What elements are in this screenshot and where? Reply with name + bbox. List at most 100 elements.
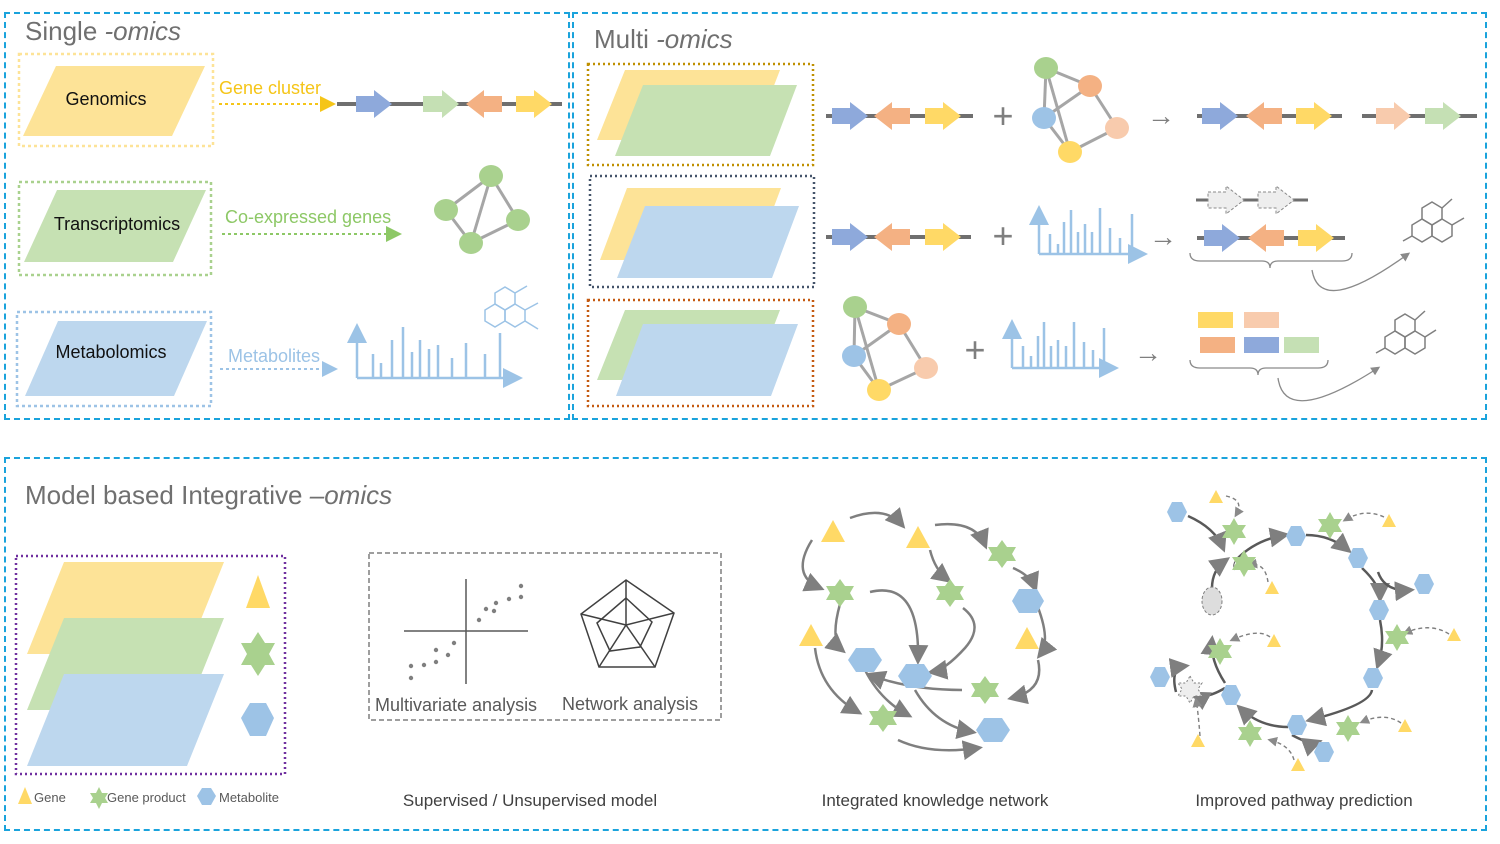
pw-metabolite-icon <box>1369 600 1389 620</box>
pw-gene-product-icon <box>1336 715 1360 742</box>
gene-cluster-label: Gene cluster <box>219 78 321 98</box>
single-title-main: Single <box>25 16 105 46</box>
kn-edge <box>897 738 983 761</box>
spectrum-plot <box>347 323 523 388</box>
pw-gene-product-icon <box>1385 624 1409 651</box>
pw-metabolite-icon <box>1287 715 1307 735</box>
kn-edge <box>801 539 825 592</box>
pw-edge <box>1373 619 1393 670</box>
multi-row2-molecule-icon <box>1402 198 1465 243</box>
pw-gene-product-icon <box>1208 638 1232 665</box>
pw-metabolite-icon <box>1286 526 1306 546</box>
multi-row3-front-layer <box>616 324 798 396</box>
single-title-em: -omics <box>104 16 182 46</box>
integrated-layers-frame <box>14 554 287 776</box>
multi-row2-result <box>1189 184 1411 292</box>
transcriptomics-frame <box>17 180 213 277</box>
multi-row2-frame <box>588 174 816 289</box>
pw-metabolite-icon <box>1414 574 1434 594</box>
model-omics-title: Model based Integrative –omics <box>25 480 392 511</box>
metabolite-molecule-icon <box>484 285 539 330</box>
pw-metabolite-icon <box>1348 548 1368 568</box>
kn-edge <box>1012 566 1039 593</box>
genomics-layer <box>23 66 205 136</box>
pw-edge <box>1236 704 1289 729</box>
multi-omics-panel <box>572 12 1487 420</box>
pw-gene-product-icon <box>1222 518 1246 545</box>
metabolomics-layer <box>25 321 207 396</box>
pathway-caption: Improved pathway prediction <box>1195 791 1412 810</box>
coexpression-network <box>434 165 530 254</box>
multi-row2-gene-cluster <box>826 223 971 251</box>
legend-metabolite-label: Metabolite <box>219 790 279 805</box>
knowledge-nodes <box>799 520 1044 742</box>
pw-gene-icon <box>1382 514 1396 527</box>
kn-metabolite-icon <box>976 718 1010 742</box>
pw-gene-product-icon <box>1232 550 1256 577</box>
multivariate-plot-icon <box>404 579 528 684</box>
model-legend: Gene Gene product Metabolite <box>18 787 279 809</box>
pw-metabolite-icon <box>1167 502 1187 522</box>
pathway-dashed-links <box>1192 495 1450 761</box>
legend-gene-icon <box>18 787 32 804</box>
pw-gene-icon <box>1447 628 1461 641</box>
network-radar-icon <box>580 579 675 668</box>
kn-gene-product-icon <box>826 579 854 607</box>
pw-edge <box>1361 567 1390 603</box>
legend-gene-product-label: Gene product <box>107 790 186 805</box>
pw-metabolite-icon <box>1314 742 1334 762</box>
pw-gene-icon <box>1291 758 1305 771</box>
gene-icon <box>246 575 270 608</box>
network-analysis-label: Network analysis <box>562 694 698 714</box>
kn-gene-icon <box>906 526 930 548</box>
multivariate-label: Multivariate analysis <box>375 695 537 715</box>
gene-arrow-yellow <box>516 90 552 118</box>
pw-gene-product-icon <box>1238 720 1262 747</box>
metabolomics-label: Metabolomics <box>55 342 166 362</box>
integrated-blue-layer <box>27 674 224 766</box>
legend-gene-product-icon <box>90 787 108 809</box>
pw-gene-icon <box>1209 490 1223 503</box>
legend-gene-label: Gene <box>34 790 66 805</box>
multi-row3-spectrum <box>1002 319 1119 378</box>
pw-edge <box>1291 733 1323 757</box>
kn-edge <box>934 522 989 550</box>
multi-row1-network <box>1032 57 1129 163</box>
single-omics-panel <box>4 12 570 420</box>
kn-gene-icon <box>821 520 845 542</box>
pw-edge <box>1207 557 1231 589</box>
genomics-frame <box>17 52 215 148</box>
pw-unknown-gene-product <box>1177 674 1203 705</box>
pw-edge <box>1235 527 1290 561</box>
pw-metabolite-icon <box>1150 667 1170 687</box>
pw-edge <box>1168 658 1190 693</box>
kn-gene-product-icon <box>869 704 897 732</box>
kn-edge <box>813 647 863 715</box>
supervised-caption: Supervised / Unsupervised model <box>403 791 657 810</box>
analysis-box <box>368 552 722 721</box>
multi-omics-title: Multi -omics <box>594 24 733 55</box>
model-integrative-panel <box>4 457 1487 831</box>
pw-edge <box>1376 571 1415 602</box>
kn-gene-icon <box>1015 627 1039 649</box>
kn-edge <box>824 603 846 654</box>
multi-row1-plus: + <box>992 95 1013 136</box>
kn-gene-icon <box>799 624 823 646</box>
kn-gene-product-icon <box>936 579 964 607</box>
kn-metabolite-icon <box>848 648 882 672</box>
pw-unknown-metabolite <box>1201 586 1223 616</box>
single-omics-title: Single -omics <box>25 16 181 47</box>
knowledge-network <box>801 507 1058 761</box>
transcriptomics-layer <box>24 190 206 262</box>
coexpressed-label: Co-expressed genes <box>225 207 391 227</box>
pathway-nodes <box>1150 490 1461 771</box>
metabolites-label: Metabolites <box>228 346 320 366</box>
pw-gene-icon <box>1191 734 1205 747</box>
pw-edge <box>1305 689 1374 727</box>
kn-edge <box>927 607 976 680</box>
transcriptomics-label: Transcriptomics <box>54 214 180 234</box>
pw-gene-icon <box>1398 719 1412 732</box>
pw-metabolite-icon <box>1221 685 1241 705</box>
pw-edge <box>1187 514 1227 553</box>
multi-row1-result-cluster <box>1197 102 1477 130</box>
